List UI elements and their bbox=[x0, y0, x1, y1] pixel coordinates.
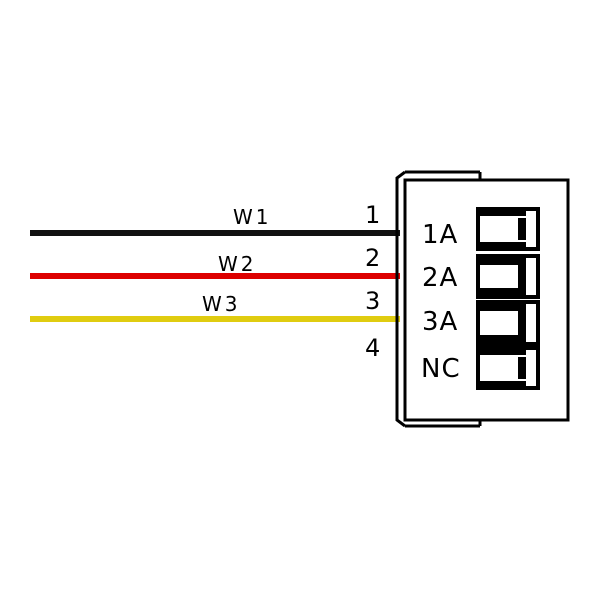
wire-label-w1: W1 bbox=[233, 205, 272, 229]
pin-number-1: 1 bbox=[365, 201, 380, 229]
pin-contact-2a bbox=[476, 254, 540, 299]
pin-contact-nc bbox=[476, 346, 540, 390]
pin-label-1a: 1A bbox=[422, 220, 458, 250]
pin-number-2: 2 bbox=[365, 244, 380, 272]
pin-label-nc: NC bbox=[421, 354, 461, 384]
wire-label-w3: W3 bbox=[202, 292, 241, 316]
pin-contact-3a bbox=[476, 300, 540, 346]
pin-number-4: 4 bbox=[365, 334, 380, 362]
pin-number-3: 3 bbox=[365, 287, 380, 315]
pin-label-3a: 3A bbox=[422, 307, 458, 337]
wire-label-w2: W2 bbox=[218, 252, 257, 276]
pin-contact-1a bbox=[476, 207, 540, 251]
pin-label-2a: 2A bbox=[422, 263, 458, 293]
